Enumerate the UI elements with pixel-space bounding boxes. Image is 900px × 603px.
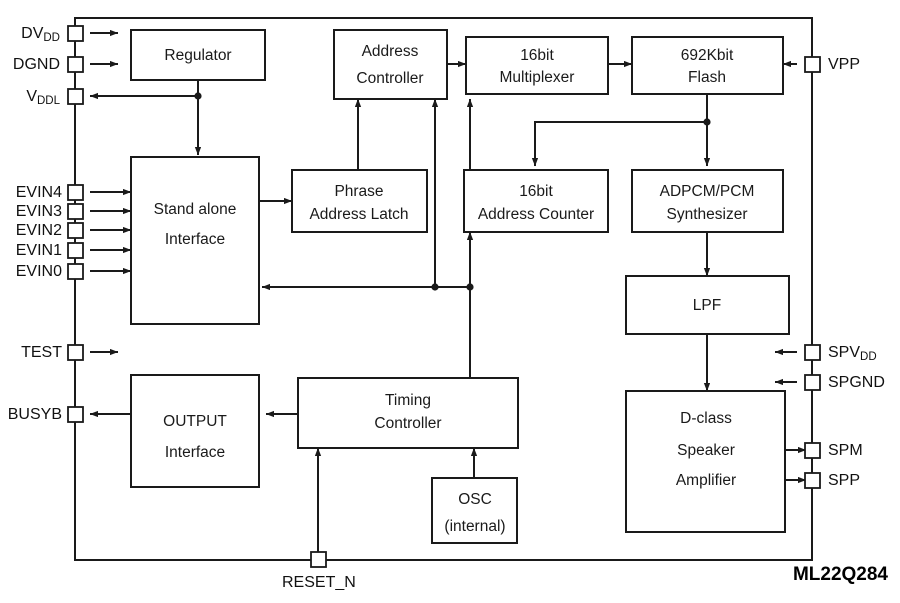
- block-flash-line-1: Flash: [688, 69, 726, 86]
- block-timing-controller: Timing Controller: [297, 377, 519, 449]
- pin-square-vpp[interactable]: [804, 56, 821, 73]
- pin-reset-n[interactable]: RESET_N: [282, 551, 356, 591]
- pin-label-dvdd: DVDD: [21, 25, 60, 44]
- block-osc-line-0: OSC: [458, 491, 492, 508]
- block-stand-alone-interface-line-0: Stand alone: [154, 201, 237, 218]
- block-d-class-amplifier-line-1: Speaker: [677, 442, 735, 459]
- wiring: [75, 29, 812, 561]
- block-d-class-amplifier-line-2: Amplifier: [676, 472, 736, 489]
- pin-square-evin2[interactable]: [67, 222, 84, 239]
- pin-square-reset-n[interactable]: [310, 551, 327, 568]
- pin-square-busyb[interactable]: [67, 406, 84, 423]
- pin-square-evin1[interactable]: [67, 242, 84, 259]
- pin-square-evin0[interactable]: [67, 263, 84, 280]
- block-phrase-address-latch: Phrase Address Latch: [291, 169, 428, 233]
- block-regulator: Regulator: [130, 29, 266, 81]
- block-multiplexer-line-0: 16bit: [520, 47, 554, 64]
- pin-spgnd[interactable]: SPGND: [804, 374, 885, 391]
- block-d-class-amplifier-line-0: D-class: [680, 410, 732, 427]
- pin-label-evin4: EVIN4: [16, 184, 62, 201]
- pins-left: DVDD DGND VDDL EVIN4 EVIN3 EVIN2: [8, 25, 84, 423]
- wire-flash-to-address-counter: [531, 121, 707, 167]
- block-stand-alone-interface-line-1: Interface: [165, 231, 225, 248]
- block-address-counter-line-1: Address Counter: [478, 206, 594, 223]
- block-d-class-amplifier: D-class Speaker Amplifier: [625, 390, 786, 533]
- block-timing-controller-line-1: Controller: [374, 415, 441, 432]
- part-number: ML22Q284: [793, 564, 888, 585]
- pin-vddl[interactable]: VDDL: [26, 88, 84, 107]
- pin-square-evin3[interactable]: [67, 203, 84, 220]
- block-output-interface: OUTPUT Interface: [130, 374, 260, 488]
- block-address-counter: 16bit Address Counter: [463, 169, 609, 233]
- pin-spm[interactable]: SPM: [804, 442, 863, 459]
- block-regulator-line-0: Regulator: [164, 47, 231, 64]
- pin-label-busyb: BUSYB: [8, 406, 62, 423]
- pin-label-spm: SPM: [828, 442, 863, 459]
- pin-dgnd[interactable]: DGND: [13, 56, 84, 73]
- pin-square-test[interactable]: [67, 344, 84, 361]
- block-lpf: LPF: [625, 275, 790, 335]
- pin-evin3[interactable]: EVIN3: [16, 203, 84, 220]
- block-stand-alone-interface: Stand alone Interface: [130, 156, 260, 325]
- block-flash: 692Kbit Flash: [631, 36, 784, 95]
- pin-label-spvdd: SPVDD: [828, 344, 877, 363]
- pins-right: VPP SPVDD SPGND SPM SPP: [804, 56, 885, 489]
- pin-square-dgnd[interactable]: [67, 56, 84, 73]
- block-adpcm-pcm-synthesizer-line-0: ADPCM/PCM: [660, 183, 755, 200]
- block-adpcm-pcm-synthesizer-line-1: Synthesizer: [667, 206, 748, 223]
- block-osc: OSC (internal): [431, 477, 518, 544]
- pin-spp[interactable]: SPP: [804, 472, 860, 489]
- pin-square-spm[interactable]: [804, 442, 821, 459]
- pin-test[interactable]: TEST: [21, 344, 84, 361]
- pin-label-evin2: EVIN2: [16, 222, 62, 239]
- pin-evin2[interactable]: EVIN2: [16, 222, 84, 239]
- pin-label-evin0: EVIN0: [16, 263, 62, 280]
- block-address-controller-line-0: Address: [362, 43, 419, 60]
- pin-square-evin4[interactable]: [67, 184, 84, 201]
- pin-vpp[interactable]: VPP: [804, 56, 860, 73]
- pin-square-spvdd[interactable]: [804, 344, 821, 361]
- pin-evin4[interactable]: EVIN4: [16, 184, 84, 201]
- pin-square-vddl[interactable]: [67, 88, 84, 105]
- block-phrase-address-latch-line-0: Phrase: [334, 183, 383, 200]
- pin-spvdd[interactable]: SPVDD: [804, 344, 877, 363]
- pin-label-vpp: VPP: [828, 56, 860, 73]
- block-output-interface-line-1: Interface: [165, 444, 225, 461]
- block-lpf-line-0: LPF: [693, 297, 721, 314]
- pin-evin1[interactable]: EVIN1: [16, 242, 84, 259]
- pin-label-test: TEST: [21, 344, 62, 361]
- block-address-controller: Address Controller: [333, 29, 448, 100]
- pin-evin0[interactable]: EVIN0: [16, 263, 84, 280]
- block-adpcm-pcm-synthesizer: ADPCM/PCM Synthesizer: [631, 169, 784, 233]
- block-flash-line-0: 692Kbit: [681, 47, 734, 64]
- pin-square-spp[interactable]: [804, 472, 821, 489]
- pin-busyb[interactable]: BUSYB: [8, 406, 84, 423]
- pin-label-vddl: VDDL: [26, 88, 60, 107]
- pin-label-dgnd: DGND: [13, 56, 60, 73]
- pin-label-evin3: EVIN3: [16, 203, 62, 220]
- pin-label-reset-n: RESET_N: [282, 574, 356, 591]
- pin-label-spp: SPP: [828, 472, 860, 489]
- pin-dvdd[interactable]: DVDD: [21, 25, 84, 44]
- pin-label-evin1: EVIN1: [16, 242, 62, 259]
- block-output-interface-line-0: OUTPUT: [163, 413, 227, 430]
- pin-square-spgnd[interactable]: [804, 374, 821, 391]
- block-address-counter-line-0: 16bit: [519, 183, 553, 200]
- block-multiplexer-line-1: Multiplexer: [500, 69, 575, 86]
- block-osc-line-1: (internal): [444, 518, 505, 535]
- block-timing-controller-line-0: Timing: [385, 392, 431, 409]
- block-phrase-address-latch-line-1: Address Latch: [309, 206, 408, 223]
- block-address-controller-line-1: Controller: [356, 70, 423, 87]
- pin-label-spgnd: SPGND: [828, 374, 885, 391]
- pin-square-dvdd[interactable]: [67, 25, 84, 42]
- block-multiplexer: 16bit Multiplexer: [465, 36, 609, 95]
